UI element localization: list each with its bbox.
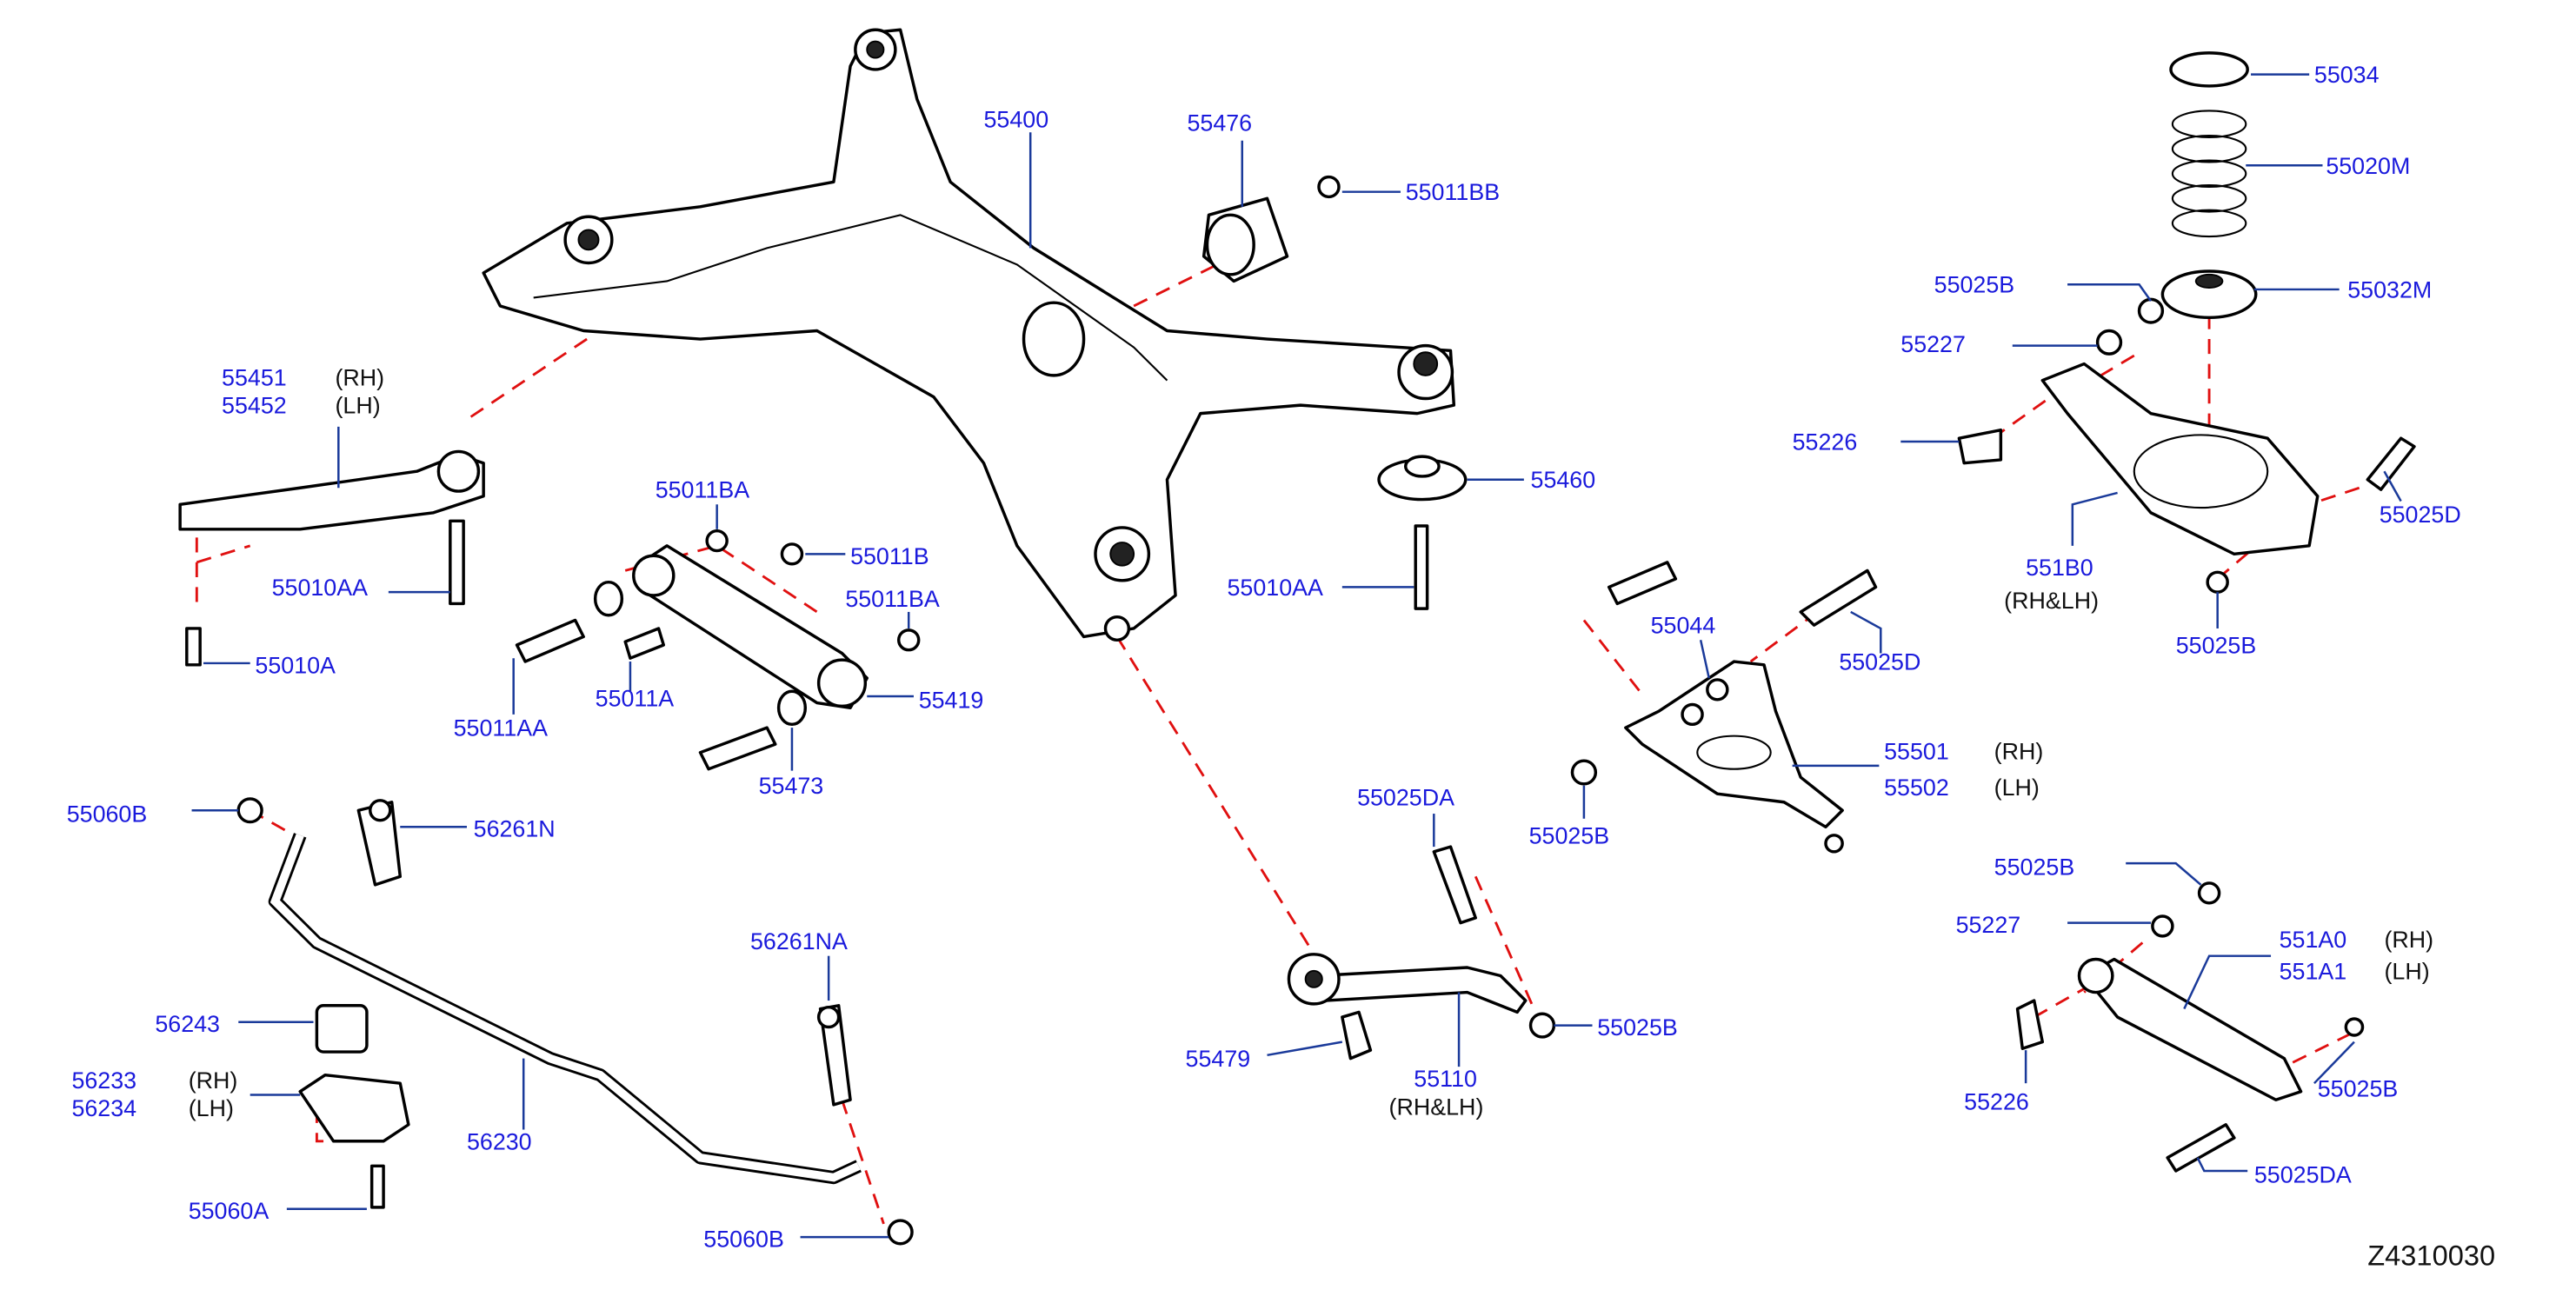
- label-55501: 55501: [1884, 738, 1949, 764]
- label-55473: 55473: [759, 773, 824, 799]
- label-55025D: 55025D: [1839, 649, 1920, 675]
- label-lh: (LH): [1994, 775, 2040, 801]
- label-55025B: 55025B: [1529, 822, 1610, 848]
- label-55020M: 55020M: [2326, 153, 2410, 179]
- label-56230: 56230: [467, 1128, 532, 1154]
- label-55227: 55227: [1956, 912, 2021, 938]
- label-55400: 55400: [984, 107, 1049, 133]
- diagram-reference-number: Z4310030: [2367, 1240, 2495, 1272]
- label-55032M: 55032M: [2347, 277, 2432, 303]
- label-55025B: 55025B: [1597, 1014, 1678, 1041]
- label-55025B: 55025B: [2176, 633, 2257, 659]
- label-55034: 55034: [2314, 62, 2380, 88]
- label-55419: 55419: [919, 687, 984, 713]
- label-55011BB: 55011BB: [1406, 179, 1500, 205]
- label-55011BA: 55011BA: [656, 477, 750, 503]
- label-55060A: 55060A: [189, 1198, 270, 1224]
- label-rh: (RH): [335, 364, 384, 390]
- label-55010AA: 55010AA: [272, 575, 369, 601]
- label-56261N: 56261N: [474, 816, 556, 842]
- label-55010AA: 55010AA: [1228, 575, 1324, 601]
- label-55025DA: 55025DA: [1357, 785, 1454, 811]
- label-rh: (RH): [2384, 927, 2433, 953]
- label-55451: 55451: [222, 364, 287, 390]
- label-55025D: 55025D: [2380, 502, 2461, 528]
- label-551A1: 551A1: [2280, 958, 2347, 984]
- label-55010A: 55010A: [255, 652, 336, 678]
- label-56243: 56243: [155, 1011, 220, 1037]
- label-rh: (RH): [1994, 738, 2044, 764]
- label-55452: 55452: [222, 393, 287, 419]
- label-55011AA: 55011AA: [454, 715, 549, 741]
- label-55044: 55044: [1651, 613, 1716, 639]
- label-55226: 55226: [1964, 1089, 2029, 1115]
- part-number-labels: 55400 55476 55011BB 55034 55020M 55025B …: [67, 62, 2495, 1271]
- label-55025B: 55025B: [2318, 1075, 2399, 1101]
- label-rh-lh: (RH&LH): [1389, 1094, 1484, 1120]
- label-55226: 55226: [1793, 429, 1858, 455]
- label-55025B: 55025B: [1934, 272, 2015, 298]
- label-lh: (LH): [335, 393, 380, 419]
- label-rh: (RH): [189, 1067, 238, 1094]
- label-55025DA: 55025DA: [2254, 1161, 2352, 1187]
- label-rh-lh: (RH&LH): [2004, 588, 2099, 614]
- label-55011BA: 55011BA: [845, 586, 940, 612]
- label-56261NA: 56261NA: [750, 928, 848, 954]
- label-55060B: 55060B: [703, 1227, 784, 1253]
- label-551A0: 551A0: [2280, 927, 2347, 953]
- parts: [178, 51, 2416, 1246]
- label-55011A: 55011A: [596, 685, 675, 711]
- label-lh: (LH): [189, 1095, 234, 1121]
- label-55060B: 55060B: [67, 801, 148, 828]
- label-551B0: 551B0: [2026, 555, 2093, 581]
- leader-lines: [191, 73, 2402, 1239]
- label-55011B: 55011B: [850, 543, 929, 569]
- label-55502: 55502: [1884, 775, 1949, 801]
- label-lh: (LH): [2384, 958, 2429, 984]
- label-55460: 55460: [1531, 467, 1596, 493]
- label-55476: 55476: [1187, 110, 1252, 136]
- label-56233: 56233: [71, 1067, 136, 1094]
- label-55479: 55479: [1186, 1046, 1251, 1072]
- label-55025B: 55025B: [1994, 854, 2075, 881]
- rear-subframe: [482, 28, 1456, 642]
- label-56234: 56234: [71, 1095, 136, 1121]
- label-55227: 55227: [1900, 331, 1966, 357]
- label-55110: 55110: [1414, 1066, 1477, 1092]
